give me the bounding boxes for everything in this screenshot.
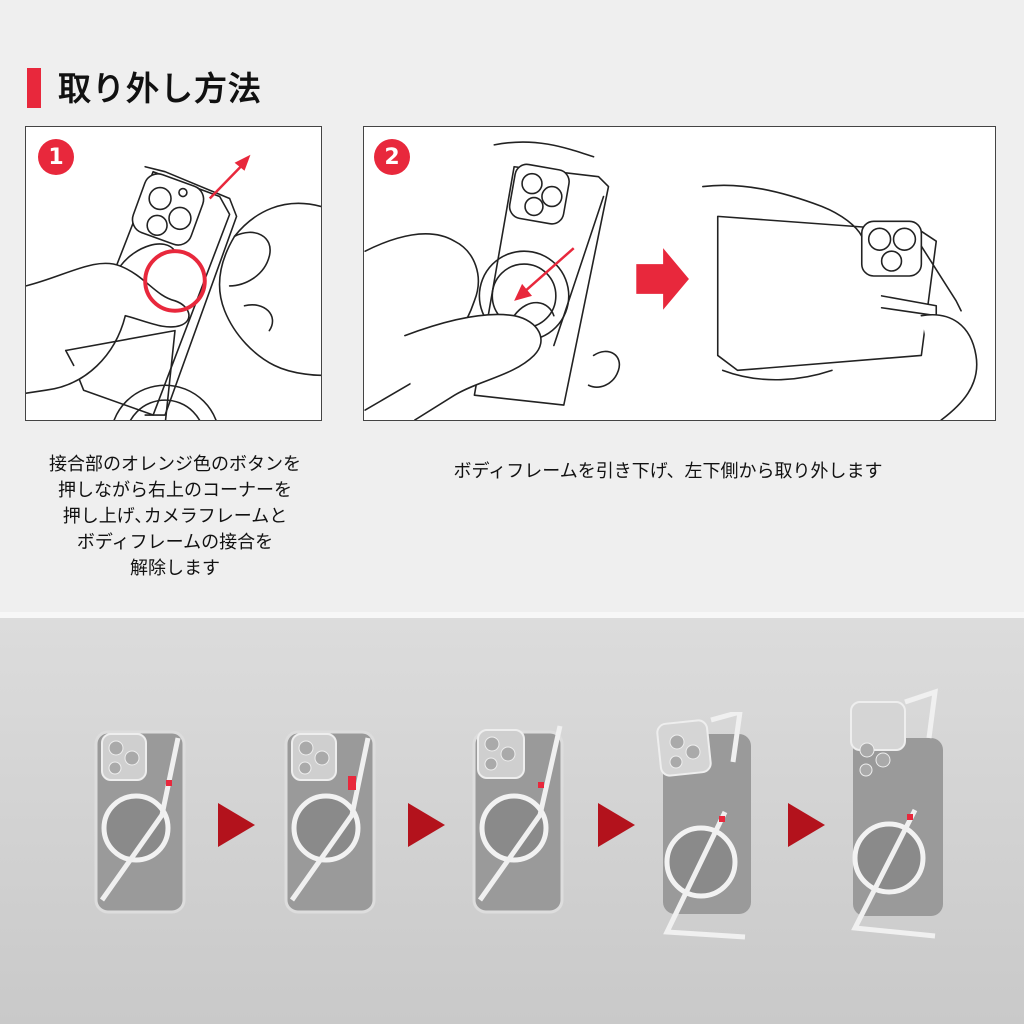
- play-triangle-icon: [598, 803, 635, 847]
- step-2-drawing: [364, 141, 978, 420]
- play-triangle-icon: [788, 803, 825, 847]
- phone-frame-image: [284, 730, 376, 914]
- phone-frame-image: [472, 725, 564, 914]
- step-badge-2: 2: [374, 139, 410, 175]
- page-title: 取り外し方法: [58, 69, 262, 108]
- section-divider: [0, 612, 1024, 618]
- step-2-description: ボディフレームを引き下げ、左下側から取り外します: [453, 461, 883, 482]
- phone-frame-image: [94, 730, 186, 914]
- right-arrow-icon: [636, 248, 689, 310]
- phone-frame-image: [656, 708, 751, 940]
- sequence-state-2: [282, 720, 380, 920]
- step-1-description: 接合部のオレンジ色のボタンを 押しながら右上のコーナーを 押し上げ､カメラフレー…: [49, 454, 301, 579]
- step-2-illustration: 2: [363, 126, 996, 421]
- title-accent-bar: [27, 68, 41, 108]
- step-1-illustration: 1: [25, 126, 322, 421]
- sequence-state-3: [470, 720, 568, 920]
- sequence-state-4: [655, 708, 765, 957]
- play-triangle-icon: [218, 803, 255, 847]
- pull-direction-arrow: [514, 247, 575, 301]
- highlight-circle: [143, 249, 207, 313]
- push-direction-arrow: [208, 154, 251, 200]
- sequence-state-5: [843, 688, 953, 953]
- phone-frame-image: [850, 688, 943, 939]
- step-badge-1: 1: [38, 139, 74, 175]
- play-triangle-icon: [408, 803, 445, 847]
- sequence-state-1: [92, 720, 190, 920]
- step-1-drawing: [26, 154, 321, 420]
